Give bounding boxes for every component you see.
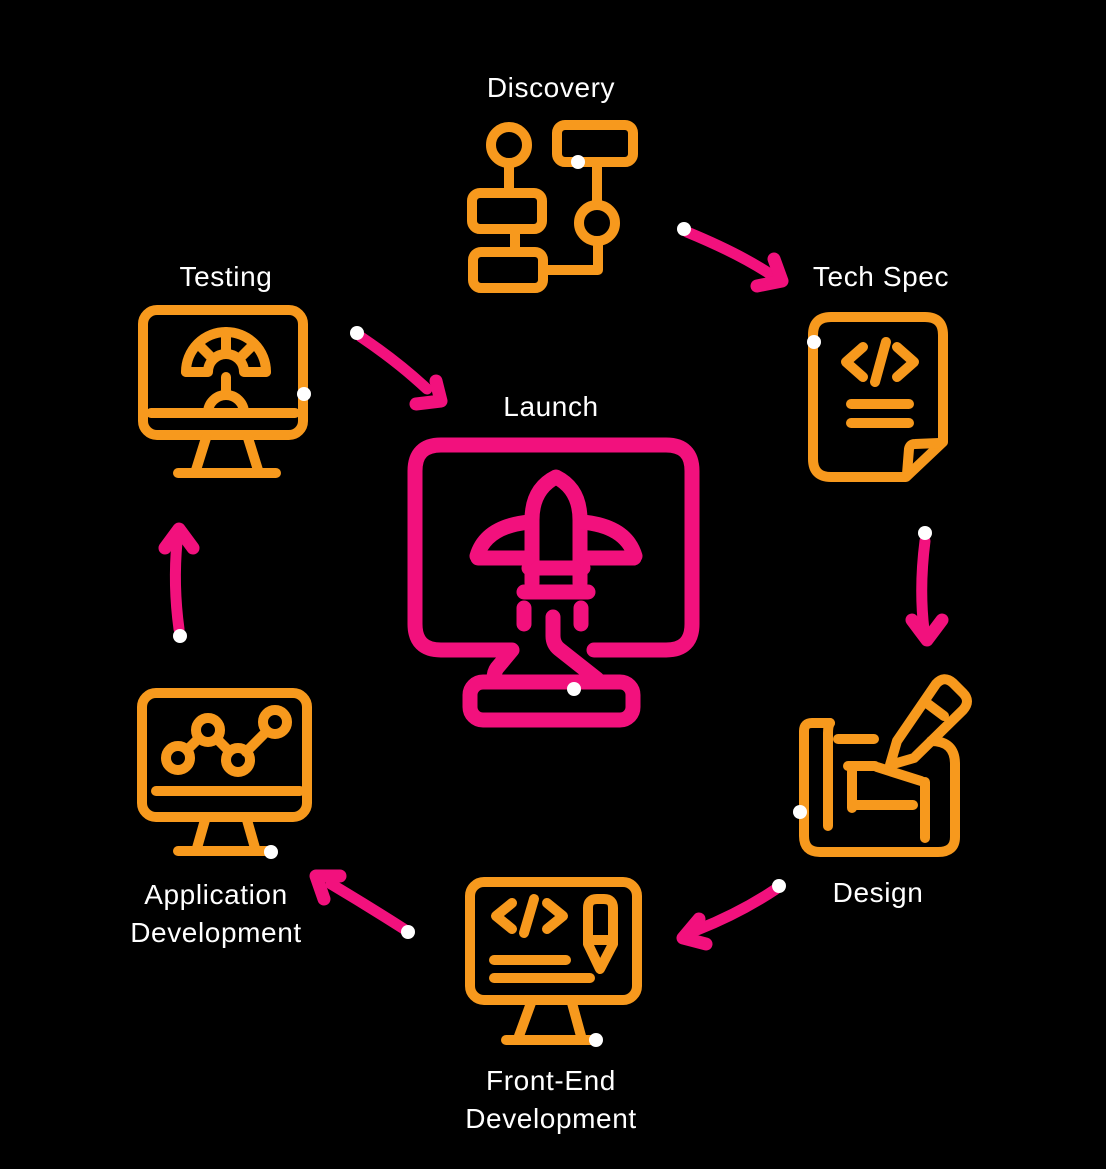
document-fold: [902, 438, 944, 479]
monitor-stand: [192, 815, 260, 853]
flowchart-node-rect: [468, 247, 548, 293]
blueprint-pencil-icon: [799, 674, 972, 857]
connector-dot: [807, 335, 821, 349]
application-development-label-line1: Application: [144, 879, 288, 910]
front-end-development-label: Front-End Development: [465, 1062, 637, 1138]
discovery-label: Discovery: [486, 72, 616, 103]
arrow-tail-dot: [772, 879, 786, 893]
front-end-development-label-line1: Front-End: [486, 1065, 616, 1096]
rocket-fin-left: [469, 514, 538, 566]
monitor-stand: [191, 433, 263, 475]
tech-spec-label: Tech Spec: [812, 261, 950, 292]
chart-line: [182, 726, 272, 757]
connector-dot: [793, 805, 807, 819]
monitor-frame: [137, 688, 312, 822]
arrow-tech-spec-to-design: [905, 535, 949, 647]
flowchart-node-rect: [552, 120, 638, 167]
application-development-label: Application Development: [130, 876, 302, 952]
pencil: [885, 674, 972, 770]
monitor-frame: [465, 877, 642, 1005]
monitor-rocket-icon: [407, 437, 700, 728]
arrowhead: [409, 374, 448, 411]
testing-label: Testing: [179, 261, 273, 292]
arrow-tail-dot: [350, 326, 364, 340]
connector-dot: [589, 1033, 603, 1047]
arrow-tail-dot: [918, 526, 932, 540]
monitor-stand: [514, 998, 586, 1041]
flowchart-node-circle: [486, 122, 532, 168]
arrowhead: [158, 522, 200, 555]
arrowhead: [676, 912, 713, 951]
arrow-design-to-front-end: [676, 883, 782, 951]
pencil-glyph: [583, 894, 618, 974]
document-outline: [808, 312, 948, 482]
monitor-frame: [138, 305, 308, 440]
flowchart-node-circle: [574, 200, 620, 246]
front-end-development-label-line2: Development: [465, 1103, 637, 1134]
launch-label: Launch: [503, 391, 599, 422]
monitor-code-icon: [465, 877, 642, 1045]
chart-point: [161, 741, 195, 775]
rocket-flame: [545, 609, 605, 687]
rocket-body: [524, 469, 588, 591]
arrowhead: [750, 252, 789, 293]
arrowhead: [905, 613, 949, 647]
application-development-label-line2: Development: [130, 917, 302, 948]
arrow-tail-dot: [677, 222, 691, 236]
chart-point: [221, 743, 255, 777]
arrow-tail-dot: [401, 925, 415, 939]
blueprint-sheet: [799, 718, 960, 857]
chart-point: [258, 705, 292, 739]
flow-arrows: [158, 222, 949, 951]
connector-dot: [567, 682, 581, 696]
monitor-gauge-icon: [138, 305, 308, 478]
rocket-exhaust: [516, 600, 589, 632]
code-document-icon: [808, 312, 948, 482]
arrow-front-end-to-app-dev: [309, 869, 410, 935]
rocket-fin-right: [574, 514, 643, 566]
connector-dot: [297, 387, 311, 401]
flowchart-node-rect: [467, 188, 547, 234]
arrow-app-dev-to-testing: [158, 522, 200, 635]
connector-dot: [264, 845, 278, 859]
chart-point: [191, 713, 225, 747]
blueprint-sketch: [843, 761, 930, 843]
arrow-discovery-to-tech-spec: [681, 226, 789, 293]
arrow-testing-to-launch: [355, 331, 448, 411]
monitor-frame: [407, 437, 700, 687]
arrowhead: [309, 869, 347, 906]
design-label: Design: [832, 877, 924, 908]
connector-dot: [571, 155, 585, 169]
monitor-base: [462, 674, 641, 728]
monitor-chart-icon: [137, 688, 312, 856]
arrow-tail-dot: [173, 629, 187, 643]
flowchart-icon: [467, 120, 638, 293]
